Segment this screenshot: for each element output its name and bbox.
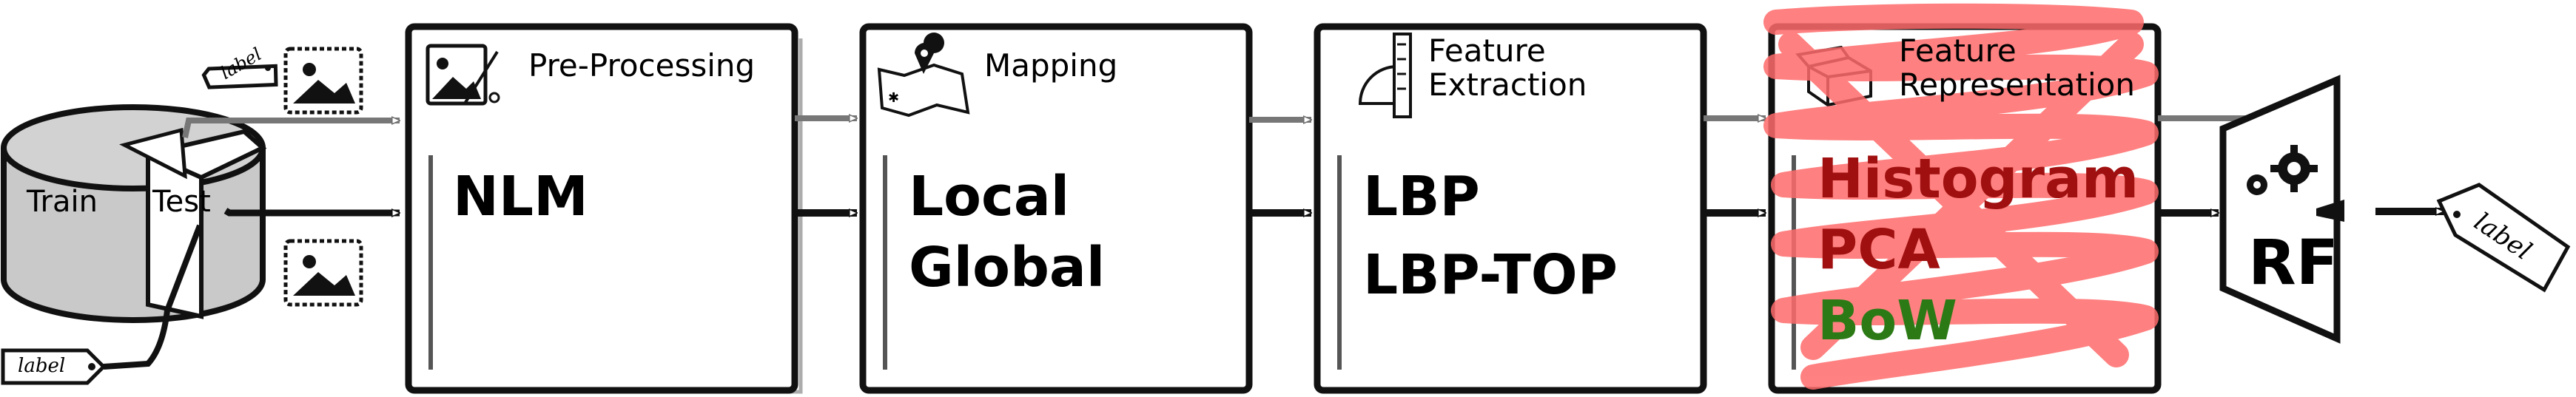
method-local: Local [909, 165, 1070, 228]
stage-box-feature-extraction [1314, 23, 1707, 394]
label-tag-top [201, 64, 278, 89]
method-lbp-top: LBP-TOP [1363, 243, 1618, 307]
method-nlm: NLM [453, 165, 588, 228]
train-arrow [182, 121, 400, 138]
stage-title-preprocessing: Pre-Processing [528, 47, 756, 84]
image-thumbnail-icon [283, 47, 363, 115]
protractor-ruler-icon [1358, 33, 1412, 118]
classifier-shape [2219, 75, 2344, 344]
label-tag-bottom [1, 224, 203, 385]
train-label: Train [27, 185, 98, 219]
stage-title-feature-extraction-line1: Feature [1428, 33, 1546, 69]
stage-title-mapping: Mapping [984, 47, 1118, 84]
method-lbp: LBP [1363, 165, 1480, 228]
method-bow: BoW [1817, 289, 1957, 353]
stage-title-feature-extraction-line2: Extraction [1428, 67, 1587, 103]
stage-box-mapping [859, 23, 1253, 394]
stage-title-feature-representation-line2: Representation [1899, 67, 2135, 103]
photo-edit-icon [426, 44, 500, 106]
image-thumbnail-icon [283, 239, 363, 307]
highlight-scribble [1763, 3, 2159, 390]
map-pin-icon: ✱ [877, 33, 970, 118]
method-histogram: Histogram [1817, 147, 2139, 211]
test-arrow [223, 208, 400, 213]
classifier-label: RF [2248, 226, 2339, 299]
tag-text-bottom: label [18, 355, 66, 377]
stage-title-feature-representation-line1: Feature [1899, 33, 2017, 69]
svg-text:✱: ✱ [888, 90, 899, 106]
stage-box-preprocessing [405, 23, 803, 394]
test-label: Test [152, 185, 211, 219]
dataset-cylinder [1, 104, 267, 323]
method-global: Global [909, 236, 1106, 299]
gears-icon [2247, 145, 2318, 195]
black-arrows [795, 211, 2444, 213]
label-tag-output [2436, 183, 2571, 293]
method-pca: PCA [1817, 218, 1940, 282]
